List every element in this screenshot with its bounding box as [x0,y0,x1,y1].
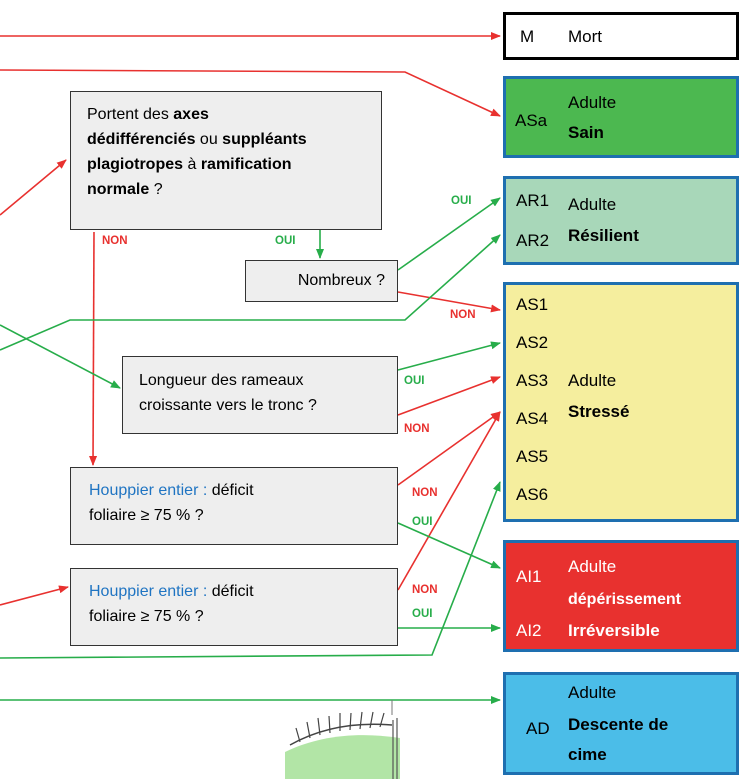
label-oui: OUI [451,195,472,207]
label-adulte: Adulte [568,683,617,702]
arrow-q4-yes [397,522,501,569]
label-resilient: Résilient [568,226,639,245]
category-mort: M Mort [503,12,739,60]
label-non: NON [412,584,438,596]
arrow-q5-no [397,411,501,591]
question-axes-dedifferencies: Portent des axes dédifférenciés ou suppl… [70,91,382,230]
category-adulte-deperissement: AI1 AI2 Adulte dépérissement Irréversibl… [503,540,739,652]
code-as1: AS1 [516,295,549,314]
arrow-to-q5 [0,585,69,606]
category-adulte-descente-cime: AD Adulte Descente de cime [503,672,739,775]
q3-line1: Longueur des rameaux [139,372,304,389]
code-asa: ASa [515,111,548,130]
arrow-to-as6 [0,481,501,659]
label-deperissement: dépérissement [568,591,681,608]
label-oui: OUI [412,516,433,528]
arrow-q3-yes [397,341,501,371]
arrow-to-asa [0,69,501,117]
label-sain: Sain [568,123,604,142]
label-non: NON [412,487,438,499]
code-as3: AS3 [516,371,549,390]
arrow-to-q3 [0,324,121,389]
q3-line2: croissante vers le tronc ? [139,397,317,414]
code-ar1: AR1 [516,191,550,210]
code-ai1: AI1 [516,567,542,586]
code-ai2: AI2 [516,621,542,640]
question-houppier-entier-1: Houppier entier : déficit foliaire ≥ 75 … [70,467,398,545]
label-cime: cime [568,745,607,764]
arrow-q2-no [397,291,501,313]
label-adulte: Adulte [568,557,617,576]
question-nombreux: Nombreux ? [245,260,398,302]
label-adulte: Adulte [568,371,617,390]
arrow-to-q1 [0,159,67,216]
label-oui: OUI [404,375,425,387]
label-oui: OUI [412,608,433,620]
label-stresse: Stressé [568,402,630,421]
label-irreversible: Irréversible [568,621,660,640]
code-m: M [520,27,535,46]
category-adulte-resilient: AR1 AR2 Adulte Résilient [503,176,739,265]
code-as2: AS2 [516,333,549,352]
question-longueur-rameaux: Longueur des rameaux croissante vers le … [122,356,398,434]
arrow-q2-yes [397,197,501,271]
label-non: NON [404,423,430,435]
code-as5: AS5 [516,447,549,466]
code-ad: AD [526,719,550,738]
tree-illustration [285,700,400,779]
category-adulte-sain: ASa Adulte Sain [503,76,739,158]
question-nombreux-text: Nombreux ? [297,272,385,289]
label-mort: Mort [568,27,602,46]
label-adulte: Adulte [568,195,617,214]
code-ar2: AR2 [516,231,550,250]
arrow-q4-no [397,411,501,486]
label-adulte: Adulte [568,93,617,112]
arrow-q3-no [397,376,501,416]
code-as6: AS6 [516,485,549,504]
code-as4: AS4 [516,409,549,428]
category-adulte-stresse: AS1 AS2 AS3 AS4 AS5 AS6 Adulte Stressé [503,282,739,522]
label-non: NON [450,309,476,321]
label-oui: OUI [275,235,296,247]
label-non: NON [102,235,128,247]
arrow-q1-no [89,231,98,466]
label-descente-de: Descente de [568,715,669,734]
arrow-to-ar2 [0,234,501,351]
question-houppier-entier-2: Houppier entier : déficit foliaire ≥ 75 … [70,568,398,646]
